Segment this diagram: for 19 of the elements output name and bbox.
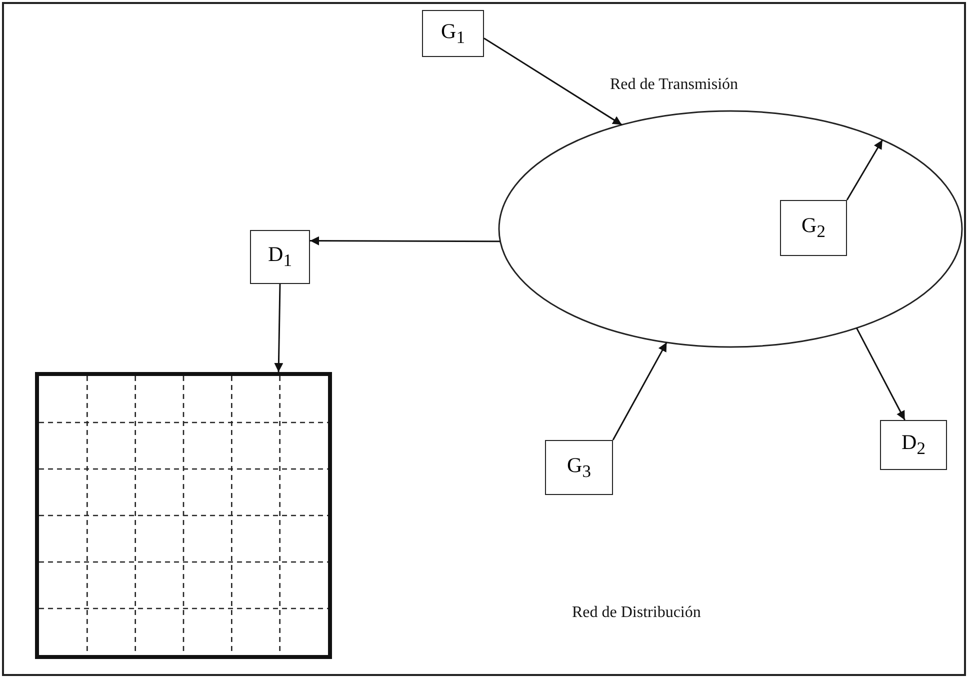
node-box [545, 440, 613, 495]
network-label: Red de Transmisión [610, 76, 738, 94]
node-label: G$_{1}$ [441, 18, 465, 48]
node-box [780, 200, 847, 256]
node-box [250, 230, 310, 284]
node-label: G$_{2}$ [802, 213, 826, 243]
arrow [310, 236, 500, 246]
arrow [484, 38, 622, 126]
arrow [856, 328, 906, 420]
network-label: Red de Distribución [572, 604, 701, 622]
arrow [274, 284, 284, 372]
node-label: D$_{2}$ [902, 430, 926, 460]
node-box [422, 10, 484, 57]
arrow [846, 140, 884, 200]
node-label: D$_{1}$ [268, 242, 292, 272]
arrow [612, 342, 668, 440]
distribution-grid [35, 372, 332, 659]
node-box [880, 420, 947, 470]
node-label: G$_{3}$ [567, 452, 591, 482]
